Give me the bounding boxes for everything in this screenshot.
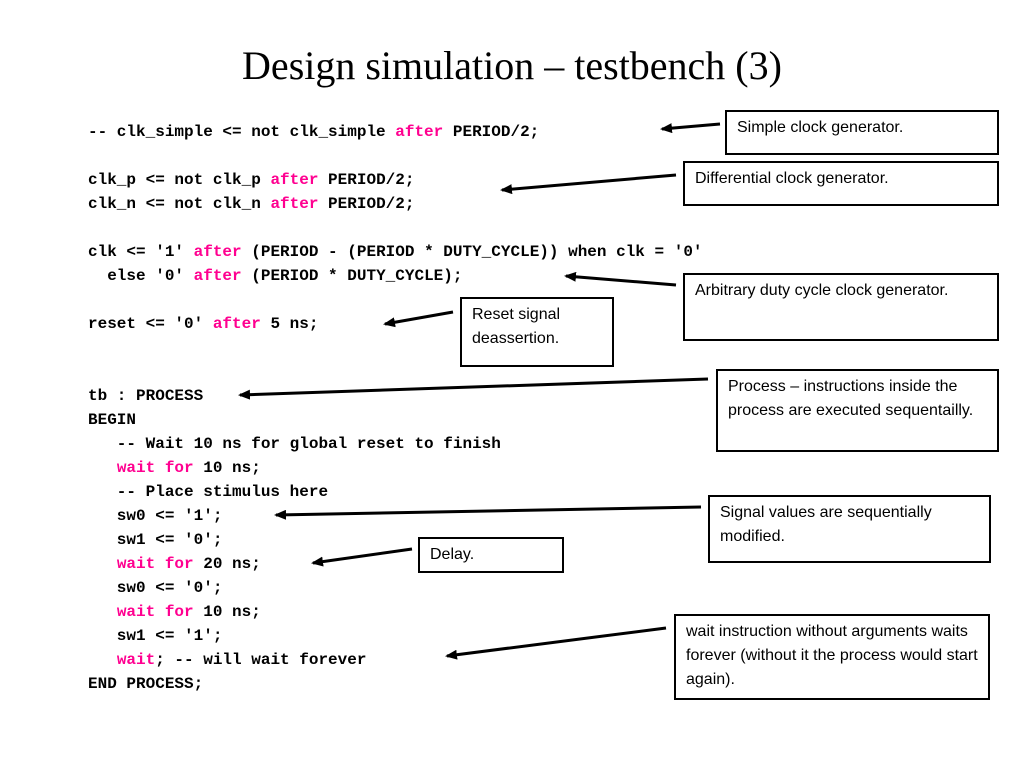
slide-title: Design simulation – testbench (3) [242,43,782,88]
code-text: -- clk_simple <= not clk_simple [88,123,396,141]
arrow-differential-clock [500,173,677,195]
callout-process: Process – instructions inside the proces… [716,369,999,452]
callout-duty-cycle: Arbitrary duty cycle clock generator. [683,273,999,341]
callout-wait-forever: wait instruction without arguments waits… [674,614,990,700]
code-keyword: wait [116,651,156,669]
code-line: wait for 10 ns; [88,600,261,624]
callout-delay: Delay. [418,537,564,573]
code-text: 5 ns; [260,315,319,333]
code-line: clk_n <= not clk_n after PERIOD/2; [88,192,414,216]
code-keyword: after [270,195,319,213]
code-text: else '0' [88,267,194,285]
code-line: sw1 <= '1'; [88,627,223,645]
callout-signal-values: Signal values are sequentially modified. [708,495,991,563]
code-text: (PERIOD * DUTY_CYCLE); [241,267,463,285]
code-keyword: wait for [116,555,194,573]
code-line: else '0' after (PERIOD * DUTY_CYCLE); [88,264,462,288]
code-text: PERIOD/2; [318,195,415,213]
code-line: END PROCESS; [88,675,204,693]
code-line: reset <= '0' after 5 ns; [88,312,318,336]
code-line: wait for 20 ns; [88,552,261,576]
arrow-process [238,377,709,400]
arrow-delay [311,547,413,567]
code-keyword: after [270,171,319,189]
code-text: clk_n <= not clk_n [88,195,271,213]
code-text: 10 ns; [193,603,261,621]
code-keyword: after [193,243,242,261]
code-text: ; -- will wait forever [155,651,367,669]
code-keyword: after [395,123,444,141]
code-line: tb : PROCESS [88,387,204,405]
code-line: sw0 <= '0'; [88,579,223,597]
code-line: clk_p <= not clk_p after PERIOD/2; [88,168,414,192]
vhdl-code-block: -- clk_simple <= not clk_simple after PE… [88,0,703,693]
arrow-reset [383,310,454,328]
arrow-simple-clock [660,122,721,134]
code-line: -- Place stimulus here [88,483,329,501]
code-line: -- Wait 10 ns for global reset to finish [88,435,501,453]
code-keyword: after [212,315,261,333]
code-keyword: after [193,267,242,285]
code-line: -- clk_simple <= not clk_simple after PE… [88,120,539,144]
code-text: (PERIOD - (PERIOD * DUTY_CYCLE)) when cl… [241,243,703,261]
code-text: PERIOD/2; [443,123,540,141]
code-line: BEGIN [88,411,137,429]
callout-simple-clock: Simple clock generator. [725,110,999,155]
callout-reset: Reset signal deassertion. [460,297,614,367]
code-text: 10 ns; [193,459,261,477]
code-line: sw0 <= '1'; [88,507,223,525]
code-line: sw1 <= '0'; [88,531,223,549]
code-keyword: wait for [116,459,194,477]
code-text: 20 ns; [193,555,261,573]
code-keyword: wait for [116,603,194,621]
code-line: clk <= '1' after (PERIOD - (PERIOD * DUT… [88,240,703,264]
code-text: reset <= '0' [88,315,213,333]
code-text: clk <= '1' [88,243,194,261]
code-text: PERIOD/2; [318,171,415,189]
arrow-wait-forever [445,626,667,660]
code-text: clk_p <= not clk_p [88,171,271,189]
code-line: wait for 10 ns; [88,456,261,480]
arrow-duty-cycle [564,271,677,287]
code-line: wait; -- will wait forever [88,648,367,672]
callout-differential-clock: Differential clock generator. [683,161,999,206]
arrow-signal-values [274,505,702,520]
